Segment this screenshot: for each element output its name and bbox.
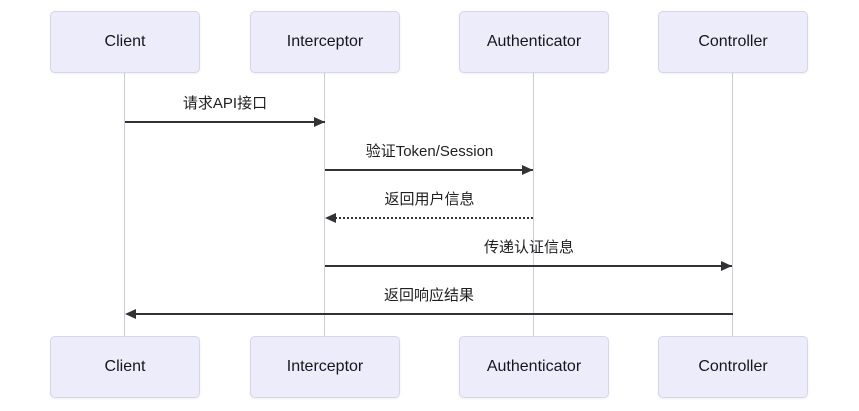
- actor-box-authenticator-top: Authenticator: [459, 11, 609, 73]
- message-label-request-api: 请求API接口: [182, 95, 268, 112]
- arrowhead-right-icon: [721, 261, 732, 271]
- message-label-pass-auth-info: 传递认证信息: [483, 239, 574, 256]
- arrowhead-right-icon: [314, 117, 325, 127]
- lifeline-authenticator: [533, 73, 534, 336]
- arrowhead-right-icon: [522, 165, 533, 175]
- actor-box-authenticator-bottom: Authenticator: [459, 336, 609, 398]
- lifeline-client: [124, 73, 125, 336]
- actor-label-controller: Controller: [698, 33, 768, 50]
- arrowhead-left-icon: [325, 213, 336, 223]
- actor-label-interceptor: Interceptor: [286, 358, 364, 375]
- message-label-return-response: 返回响应结果: [383, 287, 474, 304]
- message-line-return-response: [135, 313, 733, 315]
- actor-box-interceptor-bottom: Interceptor: [250, 336, 400, 398]
- actor-box-interceptor-top: Interceptor: [250, 11, 400, 73]
- lifeline-controller: [732, 73, 733, 336]
- actor-label-authenticator: Authenticator: [486, 358, 582, 375]
- actor-box-controller-bottom: Controller: [658, 336, 808, 398]
- arrowhead-left-icon: [125, 309, 136, 319]
- lifeline-interceptor: [324, 73, 325, 336]
- actor-label-client: Client: [104, 33, 146, 50]
- actor-box-client-bottom: Client: [50, 336, 200, 398]
- message-line-pass-auth-info: [325, 265, 732, 267]
- actor-label-controller: Controller: [698, 358, 768, 375]
- actor-label-interceptor: Interceptor: [286, 33, 364, 50]
- actor-box-client-top: Client: [50, 11, 200, 73]
- message-line-verify-token: [325, 169, 533, 171]
- actor-label-client: Client: [104, 358, 146, 375]
- message-line-return-user-info: [335, 217, 533, 219]
- message-label-verify-token: 验证Token/Session: [365, 143, 494, 160]
- actor-box-controller-top: Controller: [658, 11, 808, 73]
- message-line-request-api: [125, 121, 325, 123]
- actor-label-authenticator: Authenticator: [486, 33, 582, 50]
- message-label-return-user-info: 返回用户信息: [384, 191, 475, 208]
